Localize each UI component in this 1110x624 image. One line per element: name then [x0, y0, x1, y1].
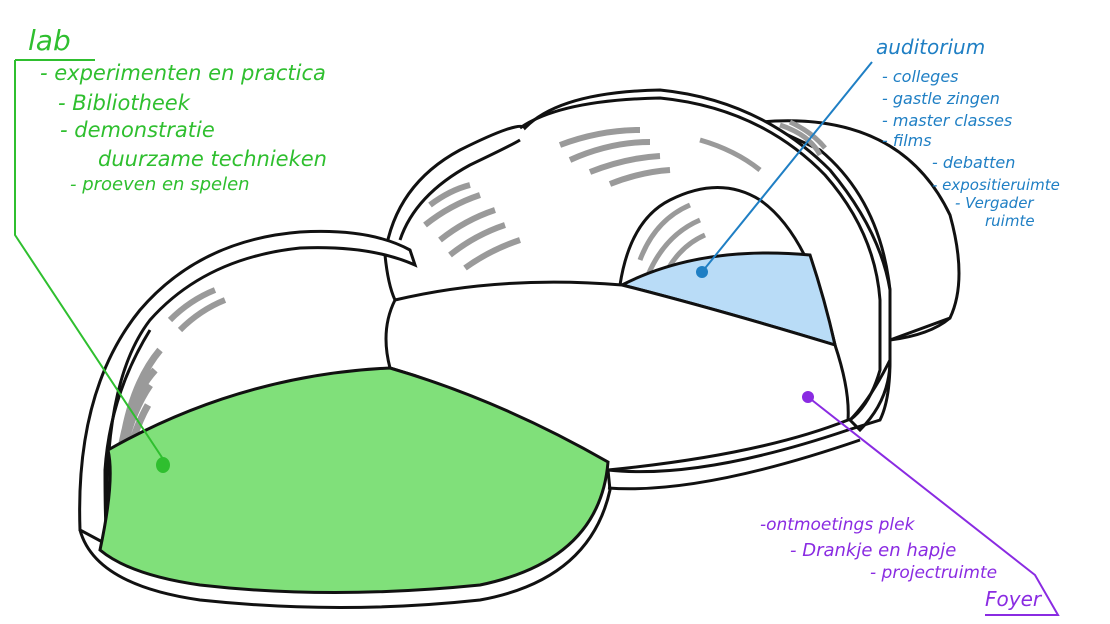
lab-title: lab: [28, 24, 71, 57]
lab-item: - Bibliotheek: [58, 91, 191, 115]
auditorium-item: - colleges: [882, 67, 959, 86]
foyer-leader: [802, 391, 1060, 616]
auditorium-item: - master classes: [882, 111, 1012, 130]
auditorium-item: - films: [882, 131, 932, 150]
foyer-marker-dot: [802, 391, 814, 403]
lab-item: - proeven en spelen: [70, 174, 250, 195]
lab-leader: [14, 59, 170, 473]
auditorium-title: auditorium: [876, 35, 985, 59]
auditorium-item: ruimte: [985, 212, 1035, 230]
foyer-item: - projectruimte: [870, 563, 997, 583]
lab-item: - demonstratie: [60, 118, 215, 142]
auditorium-annotation: auditorium - colleges - gastle zingen - …: [876, 35, 1060, 230]
lab-item: - experimenten en practica: [40, 61, 326, 85]
auditorium-marker-dot: [696, 266, 708, 278]
foyer-item: -ontmoetings plek: [760, 515, 916, 535]
lab-dome: [78, 229, 892, 609]
auditorium-item: - gastle zingen: [882, 89, 1000, 108]
auditorium-alcove: [617, 186, 838, 348]
auditorium-leader: [696, 61, 873, 278]
lab-floor: [98, 366, 610, 594]
lab-annotation: lab - experimenten en practica - Bibliot…: [28, 24, 327, 195]
foyer-annotation: -ontmoetings plek - Drankje en hapje - p…: [760, 515, 1043, 611]
auditorium-item: - Vergader: [955, 194, 1034, 212]
auditorium-item: - expositieruimte: [932, 176, 1060, 194]
foyer-item: - Drankje en hapje: [790, 540, 956, 561]
auditorium-item: - debatten: [932, 153, 1015, 172]
lab-item: duurzame technieken: [98, 147, 327, 171]
foyer-title: Foyer: [985, 587, 1043, 611]
lab-marker-dot: [156, 457, 170, 473]
back-right-dome: [754, 119, 961, 343]
